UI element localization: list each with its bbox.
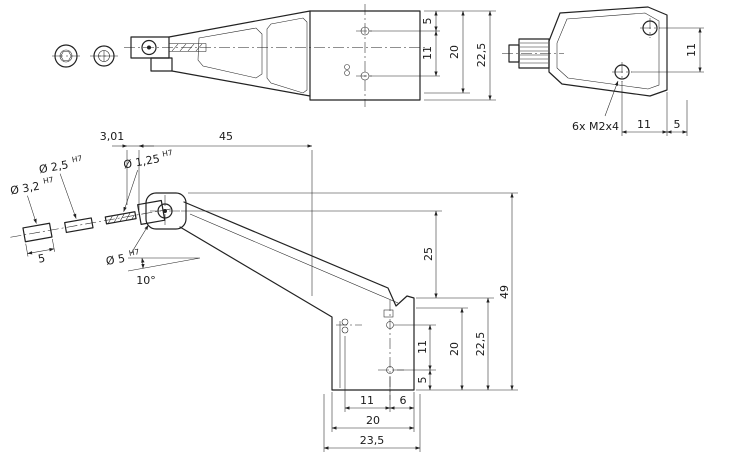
arm-main-outline [145,192,415,400]
label-dia-1-25: Ø 1,25 [122,152,160,171]
dim-pin-5: 5 [37,252,46,266]
screw-lower [612,62,632,82]
view-top-side: 5 11 20 22,5 [52,4,496,107]
dim-main-11-bottom: 11 [360,394,374,407]
side-view-dimensions: 5 11 20 22,5 [369,10,496,101]
main-top-dimensions: 3,01 45 [100,130,313,296]
label-dia-2-5-tol: H7 [71,154,83,165]
pin-stack: 5 Ø 2,5 H7 Ø 3,2 H7 Ø 1,25 H7 Ø 5 H7 [9,148,173,268]
back-view-outline [502,6,668,97]
dim-main-23-5: 23,5 [360,434,385,447]
dim-angle-10: 10° [136,274,156,287]
label-dia-2-5: Ø 2,5 [38,158,69,176]
dim-main-3-01: 3,01 [100,130,125,143]
angle-dimension: 10° [127,257,201,287]
dim-main-6-bottom: 6 [400,394,407,407]
main-bottom-dimensions: 11 6 20 23,5 [323,336,421,452]
dim-main-20-bottom: 20 [366,414,380,427]
dim-back-11-right: 11 [685,43,698,57]
dim-main-45: 45 [219,130,233,143]
dim-top-5: 5 [421,18,434,25]
dim-main-20-right: 20 [448,342,461,356]
screw-upper [640,18,660,38]
dim-main-49: 49 [498,285,511,299]
screw-note-text: 6x M2x4 [572,120,619,133]
label-dia-3-2-tol: H7 [42,175,54,186]
view-main: 3,01 45 5 Ø 2,5 H7 Ø 3,2 H7 Ø 1,25 H7 [9,130,518,452]
dim-top-11: 11 [421,46,434,60]
dim-main-11-right: 11 [416,340,429,354]
fastener-end-view-2 [90,45,118,67]
fastener-end-view-1 [52,44,80,68]
main-right-dimensions: 25 49 11 5 20 22,5 [181,192,518,391]
label-dia-3-2: Ø 3,2 [9,180,40,198]
view-top-back: 6x M2x4 11 11 5 [502,6,704,136]
dim-main-22-5: 22,5 [474,332,487,357]
back-view-dimensions: 11 11 5 [621,27,704,136]
label-dia-5-tol: H7 [128,247,140,258]
label-dia-1-25-tol: H7 [161,148,173,159]
dim-back-11-bottom: 11 [637,118,651,131]
dim-main-5-right: 5 [416,377,429,384]
screw-callout: 6x M2x4 [572,80,619,133]
arm-side-outline [124,4,426,107]
label-dia-5: Ø 5 [105,252,126,268]
dim-top-20: 20 [448,45,461,59]
dim-main-25: 25 [422,247,435,261]
dim-top-22-5: 22,5 [475,43,488,68]
dim-back-5-bottom: 5 [674,118,681,131]
